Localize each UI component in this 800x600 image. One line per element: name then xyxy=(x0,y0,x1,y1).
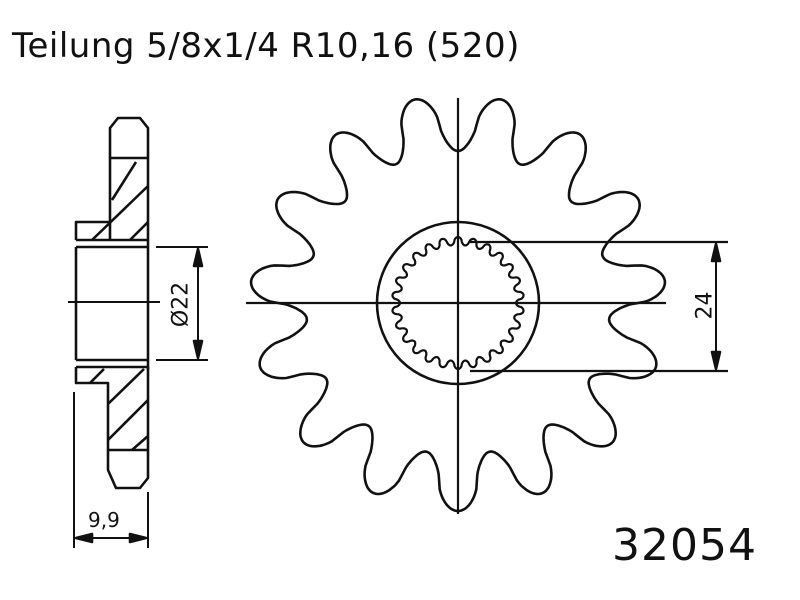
width-dimension-label: 9,9 xyxy=(88,508,120,532)
side-section-view xyxy=(68,116,208,548)
drawing-title: Teilung 5/8x1/4 R10,16 (520) xyxy=(12,26,520,66)
bore-diameter-label: Ø22 xyxy=(168,281,194,328)
part-number: 32054 xyxy=(612,520,757,571)
spline-dimension-label: 24 xyxy=(692,291,718,320)
